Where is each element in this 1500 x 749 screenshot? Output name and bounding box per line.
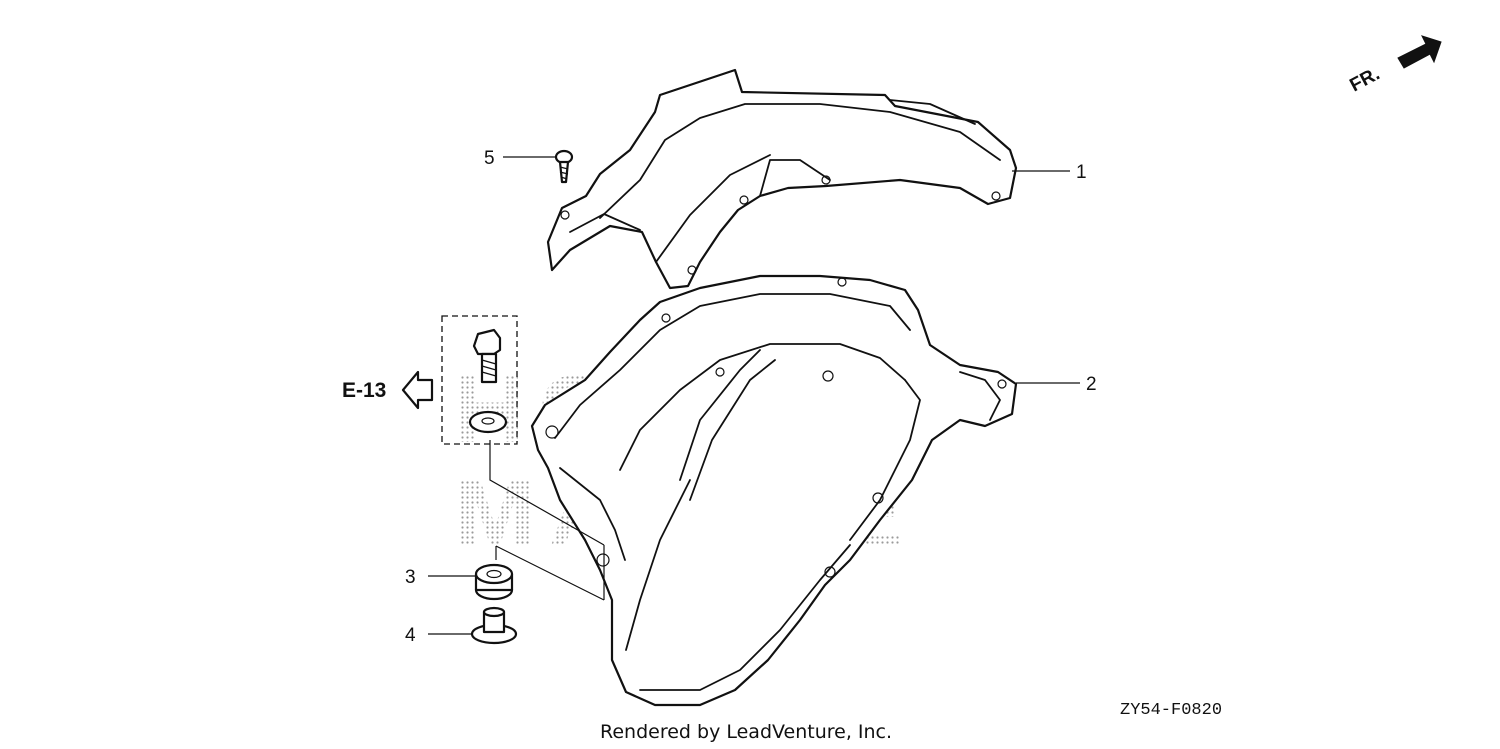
callout-label: 5: [484, 148, 495, 169]
callout-label: 3: [405, 567, 416, 588]
callout-label: 1: [1076, 162, 1087, 183]
callout-1: 1: [1012, 162, 1087, 183]
part-4-collar: [470, 606, 518, 645]
part-5-screw: [554, 149, 574, 184]
washer-icon: [468, 410, 508, 434]
footer-credit: Rendered by LeadVenture, Inc.: [600, 721, 892, 743]
callout-5: 5: [484, 148, 556, 169]
callout-3: 3: [405, 567, 476, 588]
callout-label: 2: [1086, 374, 1097, 395]
diagram-code: ZY54-F0820: [1120, 701, 1222, 720]
callout-2: 2: [1016, 374, 1097, 395]
reference-arrow-icon: [401, 370, 434, 410]
front-label: FR.: [1346, 64, 1383, 97]
part-1-upper-cover: [546, 68, 1018, 290]
front-direction-indicator: FR.: [1346, 35, 1442, 97]
callout-4: 4: [405, 625, 472, 646]
part-3-grommet: [474, 563, 514, 601]
callout-label: 4: [405, 625, 416, 646]
grommet-leader-lines: [489, 440, 605, 601]
part-2-lower-housing: [530, 274, 1018, 707]
front-arrow-icon: [1397, 35, 1442, 69]
bolt-assembly-reference-box: E-13: [342, 315, 518, 445]
reference-label-e13: E-13: [342, 379, 386, 402]
bolt-icon: [472, 328, 502, 356]
